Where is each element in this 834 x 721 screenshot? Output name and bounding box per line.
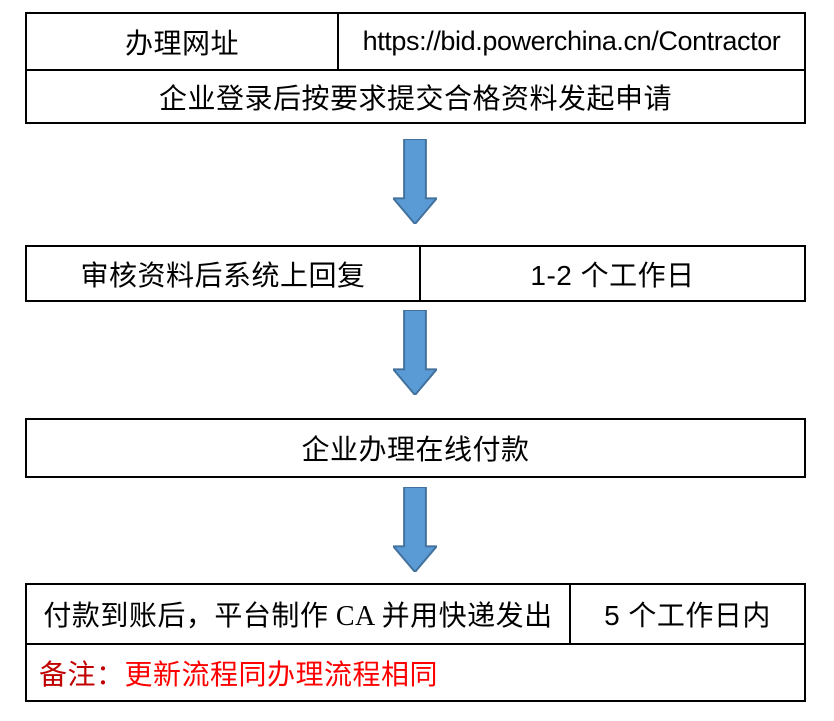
- step1-action-text: 企业登录后按要求提交合格资料发起申请: [158, 83, 672, 115]
- step1-url-value-cell: https://bid.powerchina.cn/Contractor: [337, 14, 804, 69]
- down-arrow-icon: [393, 139, 437, 224]
- step2-duration-text: 1-2 个工作日: [530, 259, 695, 291]
- step4-table: 付款到账后，平台制作 CA 并用快递发出 5 个工作日内 备注：更新流程同办理流…: [25, 583, 806, 702]
- step2-row: 审核资料后系统上回复 1-2 个工作日: [27, 247, 804, 300]
- step1-url-row: 办理网址 https://bid.powerchina.cn/Contracto…: [27, 14, 804, 69]
- step4-action-cell: 付款到账后，平台制作 CA 并用快递发出: [27, 585, 569, 643]
- note-text: 更新流程同办理流程相同: [124, 659, 439, 691]
- step1-action-cell: 企业登录后按要求提交合格资料发起申请: [27, 71, 804, 122]
- step1-url-label-cell: 办理网址: [27, 14, 337, 69]
- step1-url-value: https://bid.powerchina.cn/Contractor: [362, 26, 781, 56]
- arrow-down-1: [393, 139, 437, 224]
- step3-action-text: 企业办理在线付款: [301, 435, 530, 466]
- step4-row: 付款到账后，平台制作 CA 并用快递发出 5 个工作日内: [27, 585, 804, 643]
- step4-action-text: 付款到账后，平台制作 CA 并用快递发出: [43, 601, 553, 632]
- note-row: 备注：更新流程同办理流程相同: [27, 643, 804, 700]
- note-label: 备注：: [39, 659, 125, 691]
- step3-action-cell: 企业办理在线付款: [27, 420, 804, 476]
- down-arrow-icon: [393, 310, 437, 395]
- step1-url-label: 办理网址: [124, 28, 239, 60]
- step2-table: 审核资料后系统上回复 1-2 个工作日: [25, 245, 806, 302]
- step4-duration-cell: 5 个工作日内: [569, 585, 804, 643]
- step3-row: 企业办理在线付款: [27, 420, 804, 476]
- step2-action-cell: 审核资料后系统上回复: [27, 247, 419, 300]
- step4-duration-text: 5 个工作日内: [604, 600, 771, 631]
- down-arrow-icon: [393, 487, 437, 572]
- step2-action-text: 审核资料后系统上回复: [80, 260, 366, 292]
- step2-duration-cell: 1-2 个工作日: [419, 247, 804, 300]
- arrow-down-2: [393, 310, 437, 395]
- note-cell: 备注：更新流程同办理流程相同: [27, 653, 804, 693]
- step1-action-row: 企业登录后按要求提交合格资料发起申请: [27, 69, 804, 122]
- step3-box: 企业办理在线付款: [25, 418, 806, 478]
- step1-table: 办理网址 https://bid.powerchina.cn/Contracto…: [25, 12, 806, 124]
- arrow-down-3: [393, 487, 437, 572]
